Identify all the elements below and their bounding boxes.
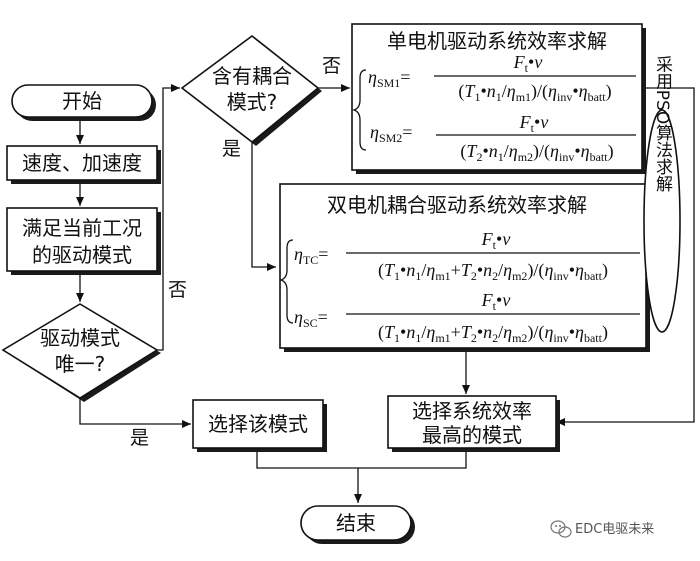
- dual-brace: [278, 239, 294, 324]
- drive-mode-node: 满足当前工况 的驱动模式: [6, 207, 161, 275]
- dual-motor-box: 双电机耦合驱动系统效率求解 ηTC= Ft•v (T1•n1/ηm1+T2•n2…: [278, 183, 650, 352]
- unique-decision: 驱动模式 唯一?: [1, 303, 161, 402]
- eta-sm1-numerator: Ft•v: [513, 52, 543, 75]
- speed-label: 速度、加速度: [22, 151, 142, 175]
- drive-mode-label-line1: 满足当前工况: [22, 216, 142, 240]
- start-node: 开始: [11, 84, 156, 121]
- eta-tc-lhs: ηTC=: [294, 244, 328, 267]
- drive-mode-label-line2: 的驱动模式: [32, 243, 132, 267]
- edge-unique-select: [79, 398, 191, 428]
- unique-label-line1: 驱动模式: [40, 326, 120, 350]
- edge-coupling-dual: [251, 142, 276, 271]
- eta-sm2-numerator: Ft•v: [519, 112, 549, 135]
- single-motor-title: 单电机驱动系统效率求解: [387, 29, 607, 53]
- select-best-label-line1: 选择系统效率: [412, 399, 532, 423]
- coupling-yes-label: 是: [222, 138, 241, 160]
- single-motor-box: 单电机驱动系统效率求解 ηSM1= Ft•v (T1•n1/ηm1)/(ηinv…: [351, 23, 646, 174]
- wechat-icon: [550, 520, 572, 538]
- eta-sc-lhs: ηSC=: [294, 307, 328, 330]
- coupling-decision: 含有耦合 模式?: [180, 34, 322, 146]
- eta-tc-numerator: Ft•v: [481, 229, 511, 252]
- unique-label-line2: 唯一?: [55, 352, 106, 376]
- eta-sc-numerator: Ft•v: [481, 290, 511, 313]
- speed-node: 速度、加速度: [6, 145, 161, 184]
- select-best-node: 选择系统效率 最高的模式: [387, 395, 560, 452]
- unique-no-label: 否: [168, 279, 187, 301]
- connectors: [76, 84, 695, 503]
- edge-unique-coupling: [157, 84, 180, 351]
- coupling-label-line2: 模式?: [227, 90, 278, 114]
- pso-label: 采用PSO算法求解: [652, 56, 673, 192]
- single-brace: [351, 69, 367, 151]
- watermark-text: EDC电驱未来: [575, 522, 654, 537]
- coupling-no-label: 否: [322, 55, 341, 77]
- edge-single-best: [556, 87, 695, 426]
- coupling-label-line1: 含有耦合: [212, 64, 292, 88]
- edge-merge: [256, 450, 467, 469]
- eta-sm1-lhs: ηSM1=: [368, 67, 410, 90]
- unique-yes-label: 是: [130, 427, 149, 449]
- select-mode-label: 选择该模式: [208, 412, 308, 436]
- watermark: EDC电驱未来: [550, 520, 654, 538]
- pso-ellipse: 采用PSO算法求解: [643, 56, 681, 333]
- end-node: 结束: [300, 505, 415, 544]
- select-best-label-line2: 最高的模式: [422, 423, 522, 447]
- start-label: 开始: [62, 89, 102, 113]
- end-label: 结束: [336, 511, 376, 535]
- dual-motor-title: 双电机耦合驱动系统效率求解: [327, 193, 587, 217]
- eta-sm2-lhs: ηSM2=: [370, 122, 412, 145]
- select-mode-node: 选择该模式: [192, 399, 327, 452]
